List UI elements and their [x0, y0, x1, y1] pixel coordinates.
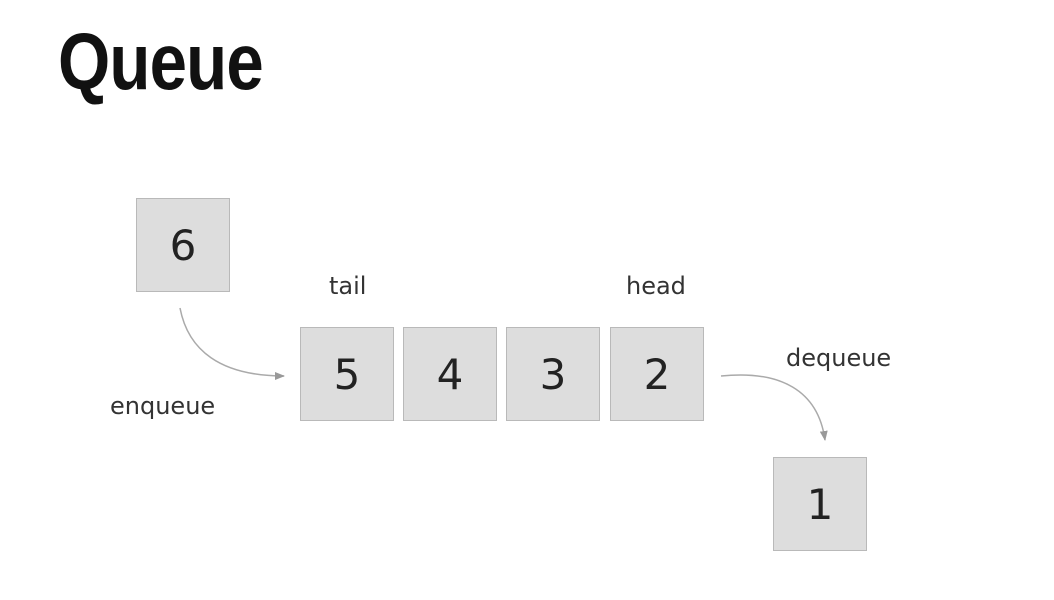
head-label: head	[626, 272, 686, 300]
enqueue-item-box: 6	[136, 198, 230, 292]
queue-cell: 5	[300, 327, 394, 421]
dequeue-arrow	[720, 374, 828, 441]
dequeued-item-box: 1	[773, 457, 867, 551]
queue-cell: 2	[610, 327, 704, 421]
enqueue-arrow	[179, 307, 285, 380]
queue-cell: 3	[506, 327, 600, 421]
enqueue-label: enqueue	[110, 392, 216, 420]
tail-label: tail	[329, 272, 367, 300]
page-title: Queue	[58, 17, 264, 106]
dequeue-label: dequeue	[786, 344, 892, 372]
queue-cell: 4	[403, 327, 497, 421]
